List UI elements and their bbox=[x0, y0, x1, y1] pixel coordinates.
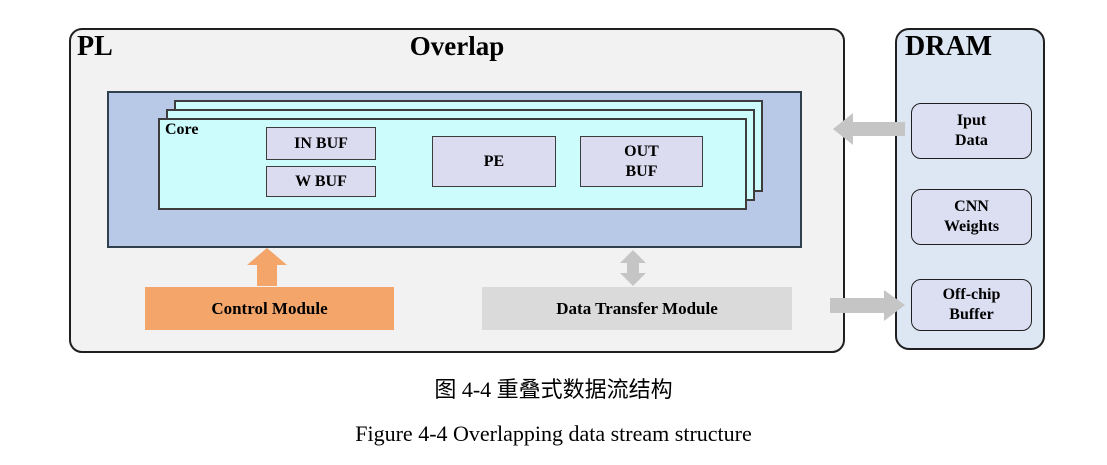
off-chip-buffer-line2: Buffer bbox=[949, 306, 994, 323]
data-transfer-module-label: Data Transfer Module bbox=[556, 298, 718, 318]
in-buf-label: IN BUF bbox=[294, 134, 348, 152]
core-layer-front: Core IN BUF W BUF PE OUT BUF bbox=[158, 118, 747, 210]
caption-chinese: 图 4-4 重叠式数据流结构 bbox=[434, 377, 673, 402]
pe-box: PE bbox=[432, 136, 556, 187]
core-label: Core bbox=[165, 121, 199, 138]
iput-data-line1: Iput bbox=[956, 112, 987, 129]
dram-label: DRAM bbox=[905, 31, 993, 62]
pl-panel: PL Overlap Core IN BUF W BUF PE OUT BUF bbox=[69, 28, 845, 353]
control-module-box: Control Module bbox=[145, 287, 394, 330]
dram-panel: DRAM Iput Data CNN Weights Off-chip Buff… bbox=[895, 28, 1045, 350]
control-module-label: Control Module bbox=[211, 298, 328, 318]
overlap-title: Overlap bbox=[409, 31, 505, 61]
out-buf-box: OUT BUF bbox=[580, 136, 703, 187]
iput-data-box: Iput Data bbox=[911, 103, 1032, 159]
out-buf-label-line2: BUF bbox=[625, 162, 658, 180]
off-chip-buffer-line1: Off-chip bbox=[942, 286, 1001, 303]
out-buf-label-line1: OUT bbox=[624, 143, 659, 161]
cnn-weights-box: CNN Weights bbox=[911, 189, 1032, 245]
off-chip-buffer-box: Off-chip Buffer bbox=[911, 279, 1032, 331]
core-array-container: Core IN BUF W BUF PE OUT BUF bbox=[107, 91, 802, 248]
w-buf-box: W BUF bbox=[266, 166, 376, 197]
cnn-weights-line1: CNN bbox=[954, 198, 989, 215]
in-buf-box: IN BUF bbox=[266, 127, 376, 160]
pe-label: PE bbox=[483, 152, 505, 170]
w-buf-label: W BUF bbox=[295, 172, 347, 190]
cnn-weights-line2: Weights bbox=[943, 218, 1000, 235]
caption-english: Figure 4-4 Overlapping data stream struc… bbox=[355, 421, 752, 446]
pl-label: PL bbox=[77, 31, 113, 62]
iput-data-line2: Data bbox=[955, 132, 988, 149]
data-transfer-module-box: Data Transfer Module bbox=[482, 287, 792, 330]
